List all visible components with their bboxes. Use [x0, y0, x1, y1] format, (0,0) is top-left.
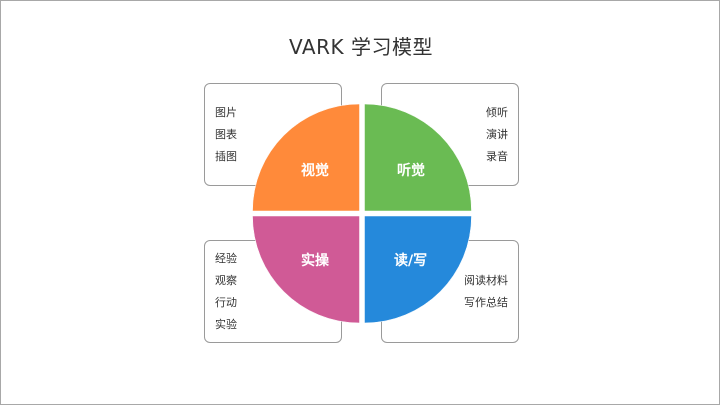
visual-item: 图片	[215, 106, 237, 119]
visual-item: 图表	[215, 128, 237, 141]
visual-quadrant	[252, 103, 360, 212]
diagram-title: VARK 学习模型	[289, 35, 433, 59]
visual-label: 视觉	[301, 163, 329, 179]
auditory-item: 倾听	[486, 106, 508, 119]
read-write-quadrant	[364, 215, 472, 324]
auditory-item: 录音	[486, 150, 508, 163]
auditory-label: 听觉	[397, 163, 425, 179]
read-write-label: 读/写	[394, 253, 428, 269]
kinesthetic-item: 实验	[215, 318, 237, 331]
auditory-quadrant	[364, 103, 472, 212]
kinesthetic-quadrant	[252, 215, 360, 324]
read-write-item: 写作总结	[464, 296, 508, 309]
read-write-item: 阅读材料	[464, 274, 508, 287]
kinesthetic-item: 观察	[215, 274, 237, 287]
visual-item: 插图	[215, 150, 237, 163]
kinesthetic-label: 实操	[301, 253, 329, 269]
auditory-item: 演讲	[486, 128, 508, 141]
kinesthetic-item: 行动	[215, 296, 237, 309]
kinesthetic-item: 经验	[215, 252, 237, 265]
